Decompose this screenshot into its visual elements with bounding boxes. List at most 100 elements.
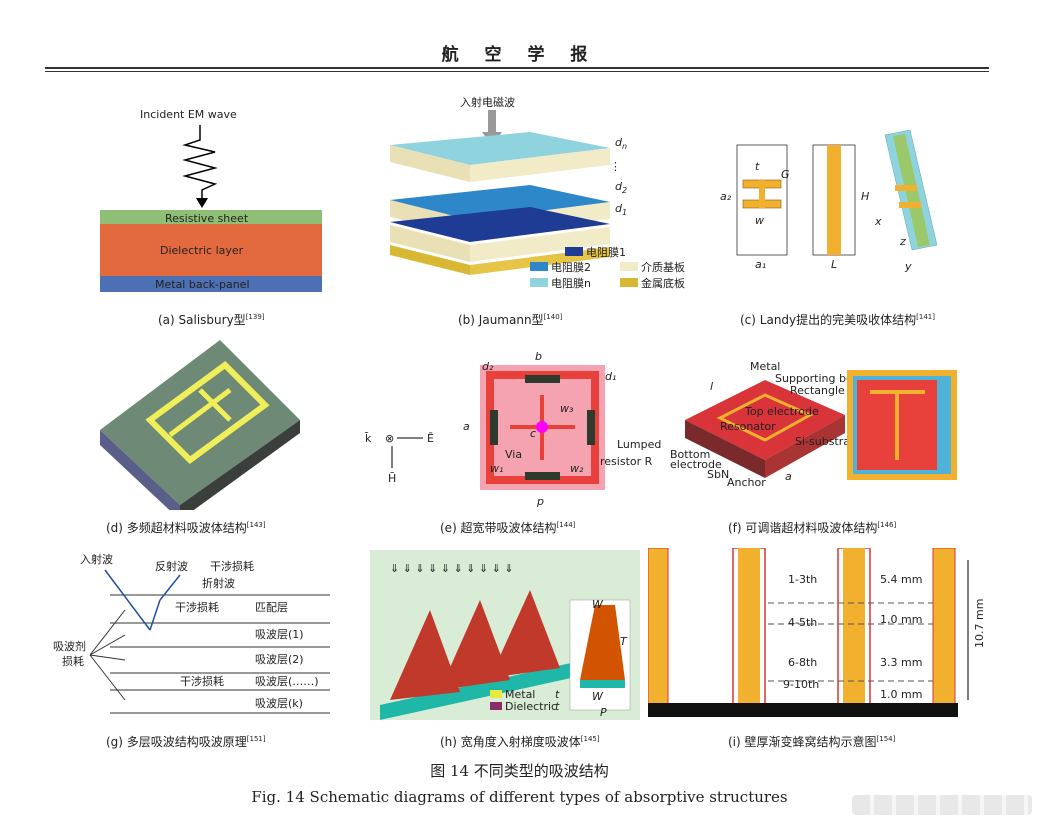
svg-text:c: c (530, 427, 536, 440)
svg-text:3.3 mm: 3.3 mm (880, 656, 922, 669)
svg-text:Dielectric: Dielectric (505, 700, 557, 713)
svg-text:W: W (592, 598, 604, 611)
svg-text:10.7 mm: 10.7 mm (973, 599, 986, 648)
svg-text:Bottom: Bottom (670, 448, 710, 461)
caption-b: (b) Jaumann型[140] (458, 313, 563, 327)
svg-text:b: b (535, 350, 542, 363)
watermark-blur (852, 795, 1032, 815)
svg-text:a₁: a₁ (755, 258, 766, 271)
svg-text:d1: d1 (615, 202, 627, 217)
svg-text:9-10th: 9-10th (783, 678, 819, 691)
incident-cn-label: 入射电磁波 (460, 95, 515, 109)
svg-text:Anchor: Anchor (727, 476, 766, 489)
panel-g-figure: 入射波 反射波 干涉损耗 折射波 干涉损耗 匹配层 吸波层(1) 吸波层(2) … (53, 552, 330, 714)
panel-i-figure: 1-3th 4-5th 6-8th 9-10th 5.4 mm 1.0 mm 3… (648, 548, 986, 717)
svg-text:Ē: Ē (427, 432, 434, 445)
svg-text:电阻膜n: 电阻膜n (551, 277, 591, 290)
svg-text:电阻膜1: 电阻膜1 (586, 246, 626, 259)
svg-text:resistor R: resistor R (600, 455, 653, 468)
svg-text:损耗: 损耗 (62, 654, 84, 668)
panel-h-figure: ⇓ ⇓ ⇓ ⇓ ⇓ ⇓ ⇓ ⇓ ⇓ ⇓ W T W P Metal Dielec… (370, 550, 640, 720)
svg-text:⋮: ⋮ (610, 160, 621, 173)
svg-text:Metal: Metal (750, 360, 780, 373)
svg-text:⇓ ⇓ ⇓ ⇓ ⇓ ⇓ ⇓ ⇓ ⇓ ⇓: ⇓ ⇓ ⇓ ⇓ ⇓ ⇓ ⇓ ⇓ ⇓ ⇓ (390, 562, 514, 575)
svg-text:⊗: ⊗ (385, 432, 394, 445)
caption-e: (e) 超宽带吸波体结构[144] (440, 521, 576, 535)
svg-text:y: y (904, 260, 912, 273)
svg-text:Metal: Metal (505, 688, 535, 701)
panel-e-figure: b d₂ d₁ a w₃ c Via w₁ w₂ p Lumped resist… (364, 350, 661, 508)
panel-d-figure (100, 340, 300, 510)
figure-caption-cn: 图 14 不同类型的吸波结构 (430, 762, 609, 780)
svg-text:p: p (536, 495, 544, 508)
svg-text:吸波剂: 吸波剂 (53, 639, 86, 653)
metal-label: Metal back-panel (155, 278, 250, 291)
svg-text:6-8th: 6-8th (788, 656, 817, 669)
svg-text:P: P (600, 706, 607, 719)
svg-text:1-3th: 1-3th (788, 573, 817, 586)
svg-text:t: t (755, 160, 760, 173)
caption-f: (f) 可调谐超材料吸波体结构[146] (728, 521, 897, 535)
svg-text:t: t (555, 688, 560, 701)
svg-text:H̄: H̄ (388, 472, 396, 485)
caption-h: (h) 宽角度入射梯度吸波体[145] (440, 735, 600, 749)
svg-text:1.0 mm: 1.0 mm (880, 613, 922, 626)
svg-text:SbN: SbN (707, 468, 729, 481)
svg-text:Supporting beam: Supporting beam (775, 372, 870, 385)
svg-text:d2: d2 (615, 180, 627, 195)
svg-text:w₁: w₁ (490, 462, 503, 475)
svg-text:H: H (861, 190, 869, 203)
header-rule (45, 67, 989, 69)
svg-text:1.0 mm: 1.0 mm (880, 688, 922, 701)
svg-text:l: l (710, 380, 713, 393)
svg-text:吸波层(2): 吸波层(2) (255, 653, 304, 666)
resistive-label: Resistive sheet (165, 212, 249, 225)
dielectric-label: Dielectric layer (160, 244, 244, 257)
svg-text:a₂: a₂ (720, 190, 732, 203)
svg-text:介质基板: 介质基板 (641, 260, 685, 274)
svg-text:干涉损耗: 干涉损耗 (210, 559, 254, 573)
svg-text:吸波层(k): 吸波层(k) (255, 697, 303, 710)
svg-text:Resonator: Resonator (720, 420, 776, 433)
svg-text:电阻膜2: 电阻膜2 (551, 261, 591, 274)
svg-text:w₂: w₂ (570, 462, 584, 475)
svg-text:Si-substrate: Si-substrate (795, 435, 861, 448)
svg-text:金属底板: 金属底板 (641, 276, 685, 290)
svg-text:反射波: 反射波 (155, 559, 188, 573)
svg-text:匹配层: 匹配层 (255, 601, 288, 614)
svg-text:x: x (874, 215, 882, 228)
svg-text:吸波层(1): 吸波层(1) (255, 628, 304, 641)
svg-text:干涉损耗: 干涉损耗 (175, 600, 219, 614)
panel-f-figure: Metal Supporting beam Rectangle ring Top… (670, 360, 957, 489)
panel-b-figure: 入射电磁波 dn ⋮ d2 d1 电阻膜1 电阻膜2 介质基板 电阻膜n 金属底… (390, 95, 685, 290)
svg-text:k̄: k̄ (364, 432, 372, 445)
svg-text:Via: Via (505, 448, 522, 461)
caption-a: (a) Salisbury型[139] (158, 313, 265, 327)
svg-text:t: t (555, 700, 560, 713)
incident-label: Incident EM wave (140, 108, 237, 121)
svg-text:Lumped: Lumped (617, 438, 661, 451)
svg-text:入射波: 入射波 (80, 552, 113, 566)
figure-caption-en: Fig. 14 Schematic diagrams of different … (251, 788, 788, 806)
svg-text:G: G (781, 168, 790, 181)
header-rule-thin (45, 71, 989, 72)
svg-text:5.4 mm: 5.4 mm (880, 573, 922, 586)
svg-text:electrode: electrode (670, 458, 722, 471)
svg-text:干涉损耗: 干涉损耗 (180, 674, 224, 688)
svg-text:W: W (592, 690, 604, 703)
caption-g: (g) 多层吸波结构吸波原理[151] (106, 735, 266, 749)
svg-text:d₂: d₂ (482, 360, 494, 373)
caption-i: (i) 壁厚渐变蜂窝结构示意图[154] (728, 735, 896, 749)
svg-text:L: L (831, 258, 837, 271)
svg-text:吸波层(……): 吸波层(……) (255, 675, 319, 688)
svg-text:折射波: 折射波 (202, 576, 235, 590)
svg-text:w₃: w₃ (560, 402, 574, 415)
svg-text:Top electrode: Top electrode (744, 405, 819, 418)
panel-c-figure: t G a₂ w a₁ H L x y z (720, 130, 938, 273)
caption-c: (c) Landy提出的完美吸收体结构[141] (740, 313, 935, 327)
panel-a-figure: Incident EM wave Resistive sheet Dielect… (100, 108, 322, 292)
svg-text:z: z (899, 235, 906, 248)
caption-d: (d) 多频超材料吸波体结构[143] (106, 521, 266, 535)
svg-text:d₁: d₁ (605, 370, 616, 383)
svg-text:dn: dn (615, 136, 627, 151)
